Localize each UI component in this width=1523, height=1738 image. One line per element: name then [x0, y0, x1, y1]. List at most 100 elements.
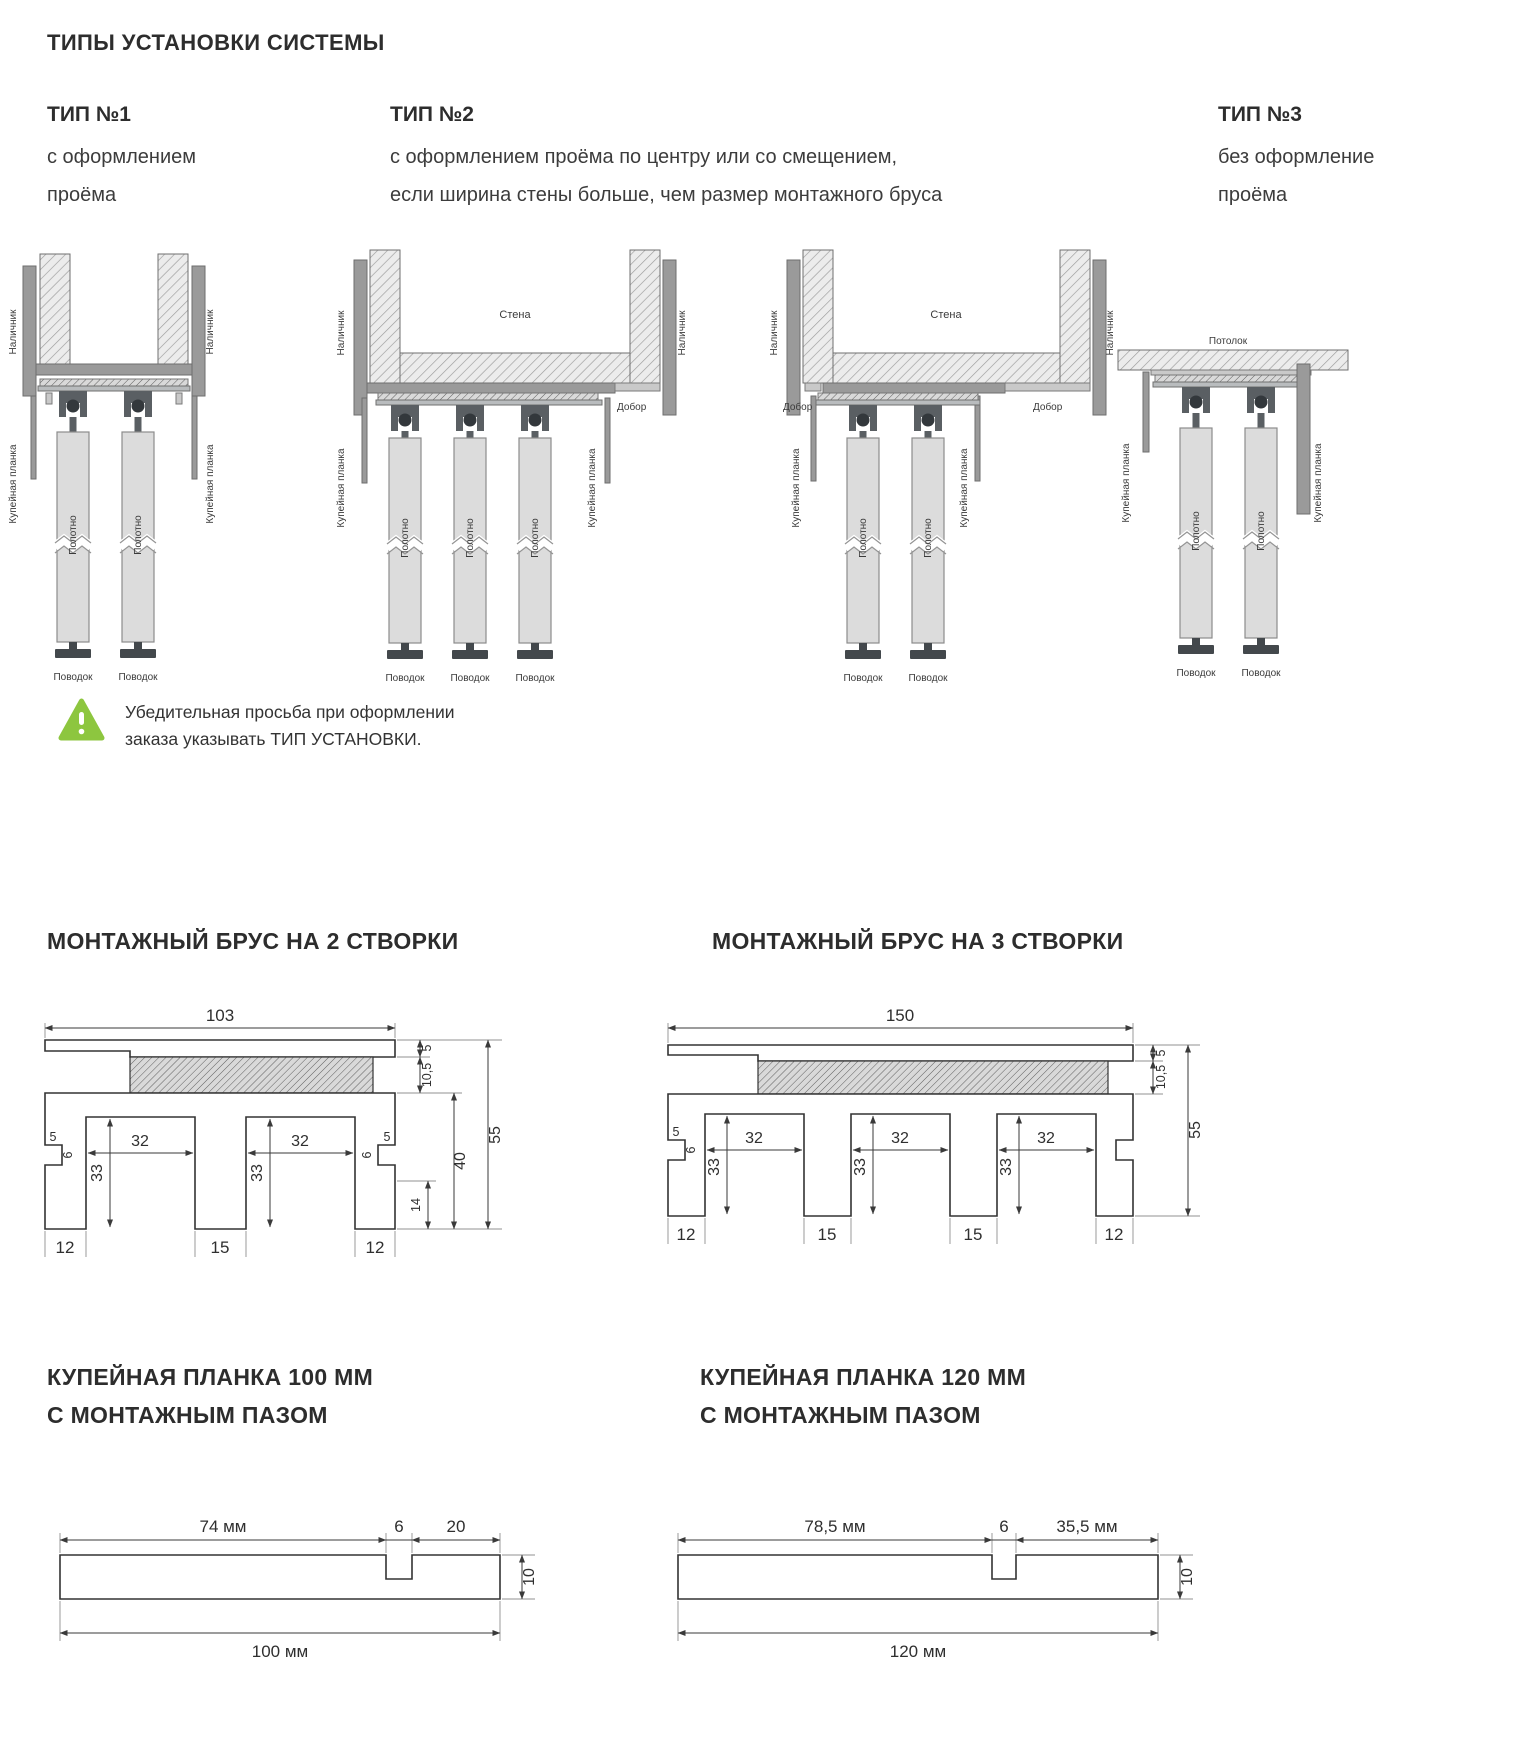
dobor-filler: [614, 382, 661, 392]
mounting-beam-strip: [39, 378, 189, 387]
guide-shoe: [452, 643, 488, 659]
beam-gasket-strip: [757, 1060, 1109, 1095]
casing-right: [1092, 259, 1107, 416]
casing-left: [786, 259, 801, 416]
casing-top: [1150, 369, 1312, 376]
dim-groove-d: 33: [89, 1164, 106, 1182]
label-kupeynaya-planka: Купейная планка: [959, 448, 970, 528]
dim-tooth: 12: [677, 1225, 696, 1244]
type3-desc-line1: без оформление: [1218, 146, 1375, 168]
beam2-drawing: 103 5 10,5 40 14 55 32 32 33 33 5 6 5 6: [44, 1006, 504, 1257]
label-nalichnik: Наличник: [1105, 310, 1116, 356]
casing-left: [22, 265, 37, 397]
label-polotno: Полотно: [465, 518, 476, 558]
wall-right: [1059, 249, 1091, 384]
dim-thickness: 10: [521, 1568, 538, 1586]
wall-right: [157, 253, 189, 365]
wall-left: [369, 249, 401, 384]
label-povodok: Поводок: [1241, 668, 1281, 679]
type2-desc-line1: с оформлением проёма по центру или со см…: [390, 146, 898, 168]
dim-width: 103: [206, 1006, 234, 1025]
type1-label: ТИП №1: [47, 103, 131, 126]
track-rail: [37, 385, 191, 392]
casing-top: [35, 363, 193, 376]
label-povodok: Поводок: [53, 672, 93, 683]
label-stena: Стена: [930, 309, 962, 321]
label-polotno: Полотно: [923, 518, 934, 558]
label-potolok: Потолок: [1209, 336, 1248, 347]
type3-cross-section: Потолок: [1117, 336, 1349, 679]
door-panel: [906, 437, 950, 644]
label-povodok: Поводок: [908, 673, 948, 684]
type3-desc-line2: проёма: [1218, 184, 1288, 206]
type2-desc: с оформлением проёма по центру или со см…: [390, 138, 942, 214]
warning-exclamation-dot: [78, 728, 85, 735]
dim-left: 78,5 мм: [804, 1517, 865, 1536]
wall-band: [832, 352, 1061, 384]
label-stena: Стена: [499, 309, 531, 321]
guide-shoe: [1178, 638, 1214, 654]
type3-label: ТИП №3: [1218, 103, 1302, 126]
plank100-title-line1: КУПЕЙНАЯ ПЛАНКА 100 ММ: [47, 1364, 374, 1390]
track-rail: [375, 399, 603, 406]
dim-total-h: 55: [487, 1126, 504, 1144]
dim-groove-d: 33: [706, 1158, 723, 1176]
door-panel: [841, 437, 885, 644]
plank-profile: [677, 1554, 1159, 1600]
dim-groove-d: 33: [852, 1158, 869, 1176]
mounting-beam-strip: [1154, 374, 1308, 383]
label-polotno: Полотно: [1191, 511, 1202, 551]
dim-groove-d: 33: [249, 1164, 266, 1182]
label-povodok: Поводок: [515, 673, 555, 684]
plank120-drawing: 78,5 мм 6 35,5 мм 10 120 мм: [677, 1517, 1196, 1661]
roller-assembly: [521, 405, 549, 438]
wall-left: [802, 249, 834, 384]
roller-assembly: [456, 405, 484, 438]
wall-right: [629, 249, 661, 384]
door-panel: [1239, 427, 1283, 639]
door-panel: [1174, 427, 1218, 639]
label-nalichnik: Наличник: [205, 309, 216, 355]
label-dobor: Добор: [617, 401, 647, 413]
plank100-title: КУПЕЙНАЯ ПЛАНКА 100 ММ С МОНТАЖНЫМ ПАЗОМ: [47, 1358, 373, 1434]
label-kupeynaya-planka: Купейная планка: [587, 448, 598, 528]
dim-slot: 6: [999, 1517, 1008, 1536]
dim-tooth: 12: [1105, 1225, 1124, 1244]
plank100-drawing: 74 мм 6 20 10 100 мм: [59, 1517, 538, 1661]
dim-groove-d: 33: [998, 1158, 1015, 1176]
dim-groove-w: 32: [745, 1130, 763, 1147]
label-povodok: Поводок: [843, 673, 883, 684]
dobor-filler-right: [1004, 382, 1091, 392]
label-nalichnik: Наличник: [677, 310, 688, 356]
type2-offset-cross-section: Стена: [769, 249, 1116, 684]
dim-total: 100 мм: [252, 1642, 308, 1661]
guide-shoe: [910, 643, 946, 659]
label-dobor: Добор: [783, 401, 813, 413]
casing-top: [822, 382, 1006, 394]
type1-cross-section: Наличник Наличник Купейная планка Купейн…: [8, 253, 216, 683]
dim-thickness: 10: [1179, 1568, 1196, 1586]
dim-groove-w: 32: [891, 1130, 909, 1147]
track-rail: [815, 399, 981, 406]
dim-notch-h: 6: [360, 1151, 374, 1158]
door-panel: [51, 431, 95, 643]
dim-slot: 6: [394, 1517, 403, 1536]
warning-icon: [58, 698, 105, 741]
label-polotno: Полотно: [858, 518, 869, 558]
label-kupeynaya-planka: Купейная планка: [8, 444, 19, 524]
dim-tooth: 15: [211, 1238, 230, 1257]
warning-text-line1: Убедительная просьба при оформлении: [125, 702, 455, 722]
label-nalichnik: Наличник: [8, 309, 19, 355]
door-panel: [116, 431, 160, 643]
door-panel: [383, 437, 427, 644]
dim-total-h: 55: [1187, 1121, 1204, 1139]
label-povodok: Поводок: [1176, 668, 1216, 679]
kupey-plank-left: [361, 397, 368, 484]
plank-profile: [59, 1554, 501, 1600]
roller-assembly: [1247, 387, 1275, 428]
beam-gasket-strip: [129, 1056, 374, 1094]
casing-top: [366, 382, 616, 394]
kupey-plank-right: [974, 395, 981, 482]
mounting-beam-strip: [817, 392, 979, 401]
